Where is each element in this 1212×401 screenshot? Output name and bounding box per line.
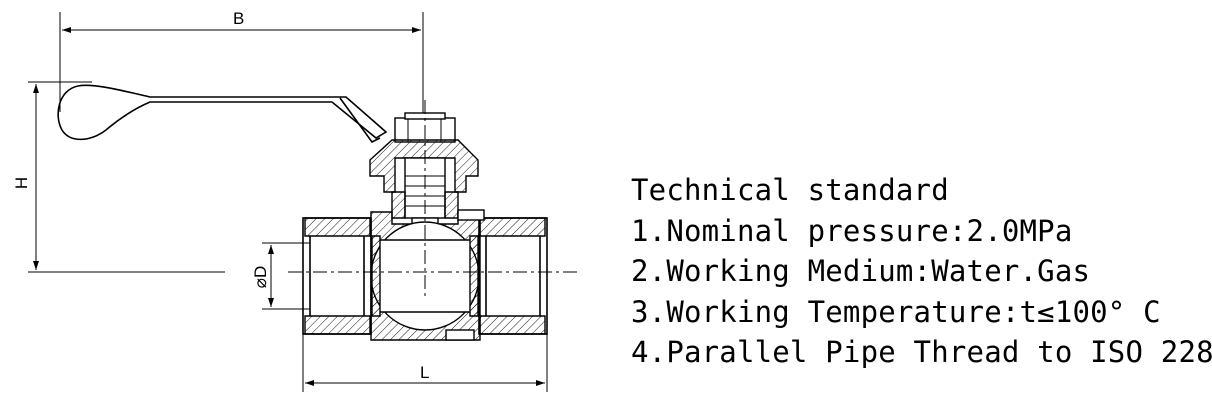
ball-valve-drawing: B H ⌀D L xyxy=(12,9,580,392)
dimension-h: H xyxy=(12,81,225,273)
spec-item-nominal-pressure: 1.Nominal pressure:2.0MPa xyxy=(631,213,1073,248)
technical-standard: Technical standard 1.Nominal pressure:2.… xyxy=(631,170,1212,373)
dimension-l-label: L xyxy=(420,363,429,382)
dimension-b-label: B xyxy=(233,9,244,28)
technical-standard-title: Technical standard xyxy=(631,173,949,207)
spec-item-working-medium: 2.Working Medium:Water.Gas xyxy=(631,254,1091,288)
dimension-h-label: H xyxy=(12,177,31,189)
dimension-d: ⌀D xyxy=(251,242,310,310)
dimension-b: B xyxy=(59,9,424,118)
dimension-d-label: ⌀D xyxy=(251,266,270,289)
spec-item-pipe-thread: 4.Parallel Pipe Thread to ISO 228 xyxy=(631,335,1212,369)
spec-item-working-temperature: 3.Working Temperature:t≤100° C xyxy=(631,294,1161,329)
center-lines xyxy=(288,100,580,300)
dimension-l: L xyxy=(302,330,548,392)
lever-handle xyxy=(57,84,388,144)
